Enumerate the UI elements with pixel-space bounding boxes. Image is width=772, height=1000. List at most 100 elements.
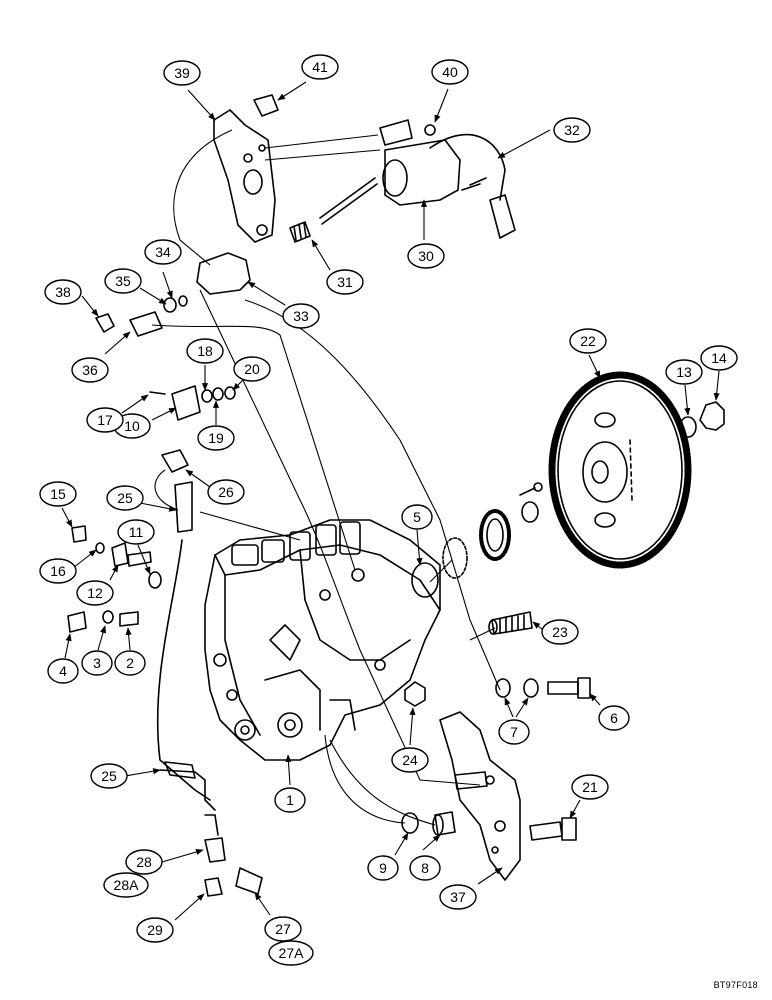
- svg-text:11: 11: [129, 524, 144, 540]
- leader-34: [162, 271, 173, 299]
- gear-hub: [442, 482, 543, 579]
- injection-pump-body: [204, 519, 441, 761]
- callout-12: 12: [76, 580, 114, 606]
- svg-text:30: 30: [418, 248, 434, 264]
- leader-6: [589, 693, 601, 706]
- leader-7b: [515, 697, 529, 718]
- svg-text:4: 4: [59, 663, 67, 679]
- callout-28: 28: [125, 849, 163, 875]
- leader-32: [497, 129, 551, 159]
- callout-35: 35: [104, 268, 142, 294]
- callout-32: 32: [553, 117, 591, 143]
- callout-22: 22: [569, 328, 607, 354]
- callout-4: 4: [47, 658, 79, 684]
- svg-text:22: 22: [580, 333, 596, 349]
- drive-gear: [548, 371, 692, 569]
- callout-6: 6: [598, 705, 630, 731]
- leader-7a: [504, 697, 514, 718]
- callout-1: 1: [274, 787, 306, 813]
- callout-21: 21: [571, 774, 609, 800]
- svg-text:15: 15: [50, 486, 66, 502]
- callout-41: 41: [301, 54, 339, 80]
- bushing: [434, 811, 456, 836]
- svg-text:25: 25: [117, 490, 133, 506]
- svg-text:40: 40: [442, 64, 458, 80]
- leader-31: [311, 239, 331, 271]
- bracket-bolt: [529, 817, 577, 841]
- callout-36: 36: [71, 357, 109, 383]
- svg-text:38: 38: [55, 284, 71, 300]
- svg-text:19: 19: [208, 430, 224, 446]
- callout-26: 26: [207, 479, 245, 505]
- svg-text:17: 17: [97, 412, 113, 428]
- leader-26: [185, 469, 211, 488]
- nut: [404, 681, 426, 707]
- svg-text:35: 35: [115, 273, 131, 289]
- svg-text:41: 41: [312, 59, 328, 75]
- callout-7: 7: [498, 719, 530, 745]
- callout-28a: 28A: [103, 872, 149, 898]
- svg-text:32: 32: [564, 122, 580, 138]
- leader-37: [477, 867, 503, 885]
- callout-40: 40: [431, 59, 469, 85]
- svg-text:34: 34: [155, 244, 171, 260]
- leader-41: [277, 81, 307, 101]
- leader-15: [61, 507, 73, 528]
- leader-10: [151, 407, 177, 421]
- o-ring: [411, 562, 439, 598]
- callout-29: 29: [136, 917, 174, 943]
- callout-30: 30: [407, 243, 445, 269]
- figure-code: BT97F018: [713, 980, 758, 990]
- callout-23: 23: [541, 619, 579, 645]
- callout-25-lower: 25: [90, 763, 128, 789]
- callout-39: 39: [163, 60, 201, 86]
- shutoff-solenoid: [213, 94, 516, 243]
- tee-fitting: [204, 837, 226, 863]
- lock-washer: [679, 416, 697, 438]
- leader-25a: [139, 502, 177, 512]
- elbow-fitting: [161, 449, 189, 473]
- leader-2: [125, 627, 132, 651]
- svg-text:37: 37: [450, 889, 466, 905]
- svg-text:13: 13: [676, 364, 692, 380]
- leader-23: [532, 621, 544, 631]
- svg-text:31: 31: [337, 274, 353, 290]
- callout-25-upper: 25: [106, 485, 144, 511]
- callout-33: 33: [282, 303, 320, 329]
- svg-text:28A: 28A: [114, 877, 140, 893]
- leader-27: [254, 892, 271, 916]
- callout-11: 11: [117, 519, 155, 545]
- callout-20: 20: [233, 356, 271, 382]
- banjo-fitting: [174, 481, 193, 533]
- leader-17: [121, 394, 149, 414]
- leader-12: [109, 564, 119, 581]
- callout-8: 8: [409, 855, 441, 881]
- callout-37: 37: [439, 884, 477, 910]
- svg-text:36: 36: [82, 362, 98, 378]
- throttle-bracket: [439, 711, 521, 881]
- connector-fitting: [235, 867, 263, 895]
- svg-text:28: 28: [136, 854, 152, 870]
- svg-text:16: 16: [50, 563, 66, 579]
- svg-text:18: 18: [197, 343, 213, 359]
- leader-22: [588, 354, 601, 379]
- callout-3: 3: [81, 650, 113, 676]
- leader-16: [72, 549, 97, 569]
- leader-40: [434, 88, 449, 123]
- callout-2: 2: [114, 650, 146, 676]
- svg-text:14: 14: [711, 350, 727, 366]
- callout-17: 17: [86, 407, 124, 433]
- callout-9: 9: [367, 855, 399, 881]
- leader-3: [97, 625, 107, 651]
- leader-4: [64, 633, 72, 659]
- leader-36: [104, 331, 131, 355]
- leader-33: [247, 281, 286, 306]
- leader-8: [422, 834, 441, 851]
- callout-5: 5: [401, 504, 433, 530]
- leader-14: [713, 370, 720, 401]
- svg-text:21: 21: [582, 779, 598, 795]
- stop-lever: [196, 252, 251, 295]
- svg-text:7: 7: [510, 724, 518, 740]
- leader-25b: [124, 768, 161, 777]
